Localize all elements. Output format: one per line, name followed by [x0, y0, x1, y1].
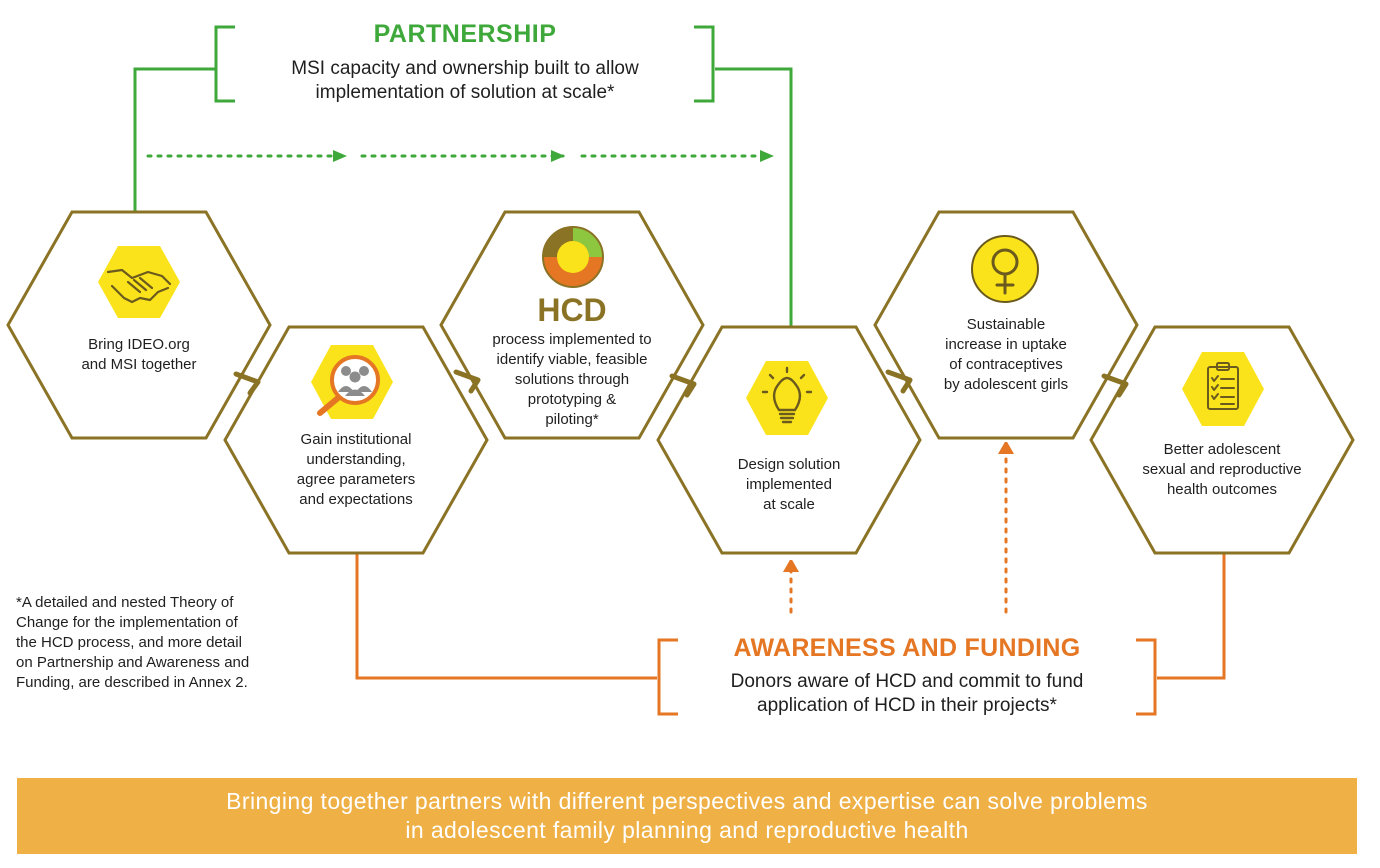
hexagon-6-line-1: Better adolescent: [1163, 441, 1281, 458]
hcd-title: HCD: [537, 292, 607, 328]
banner-line-2: in adolescent family planning and reprod…: [405, 817, 969, 843]
chevron-arrow-icon: [233, 371, 261, 396]
hexagon-4-label: Design solution implemented at scale: [699, 455, 879, 515]
partnership-bracket-right: [694, 25, 715, 103]
hexagon-3-line-5: piloting*: [545, 411, 599, 428]
partnership-bracket-left: [214, 25, 235, 103]
awareness-dotted-arrows: [791, 448, 1006, 614]
hexagon-6-label: Better adolescent sexual and reproductiv…: [1117, 440, 1327, 500]
awareness-line-1: Donors aware of HCD and commit to fund: [730, 671, 1084, 692]
hexagon-2-label: Gain institutional understanding, agree …: [266, 430, 446, 510]
hexagon-3-label: process implemented to identify viable, …: [467, 330, 677, 430]
hexagon-1-line-2: and MSI together: [81, 356, 197, 373]
summary-banner: Bringing together partners with differen…: [17, 778, 1357, 854]
hexagon-3-line-4: prototyping &: [527, 391, 617, 408]
hexagon-5-label: Sustainable increase in uptake of contra…: [916, 315, 1096, 395]
hexagon-4-line-3: at scale: [763, 496, 815, 513]
hexagon-2-line-1: Gain institutional: [300, 431, 412, 448]
awareness-description: Donors aware of HCD and commit to fund a…: [682, 670, 1132, 718]
footnote-line-2: Change for the implementation of: [16, 614, 238, 631]
magnifier-people-icon: [311, 345, 393, 419]
chevron-arrow-icon: [669, 373, 697, 398]
awareness-bracket-left: [657, 638, 678, 716]
hexagon-3-line-2: identify viable, feasible: [496, 351, 648, 368]
hexagon-5-line-1: Sustainable: [966, 316, 1046, 333]
hexagon-1-label: Bring IDEO.org and MSI together: [49, 335, 229, 375]
hexagon-1: [6, 210, 272, 440]
clipboard-checklist-icon: [1182, 352, 1264, 426]
hexagon-4: [656, 325, 922, 555]
hexagon-2-line-4: and expectations: [299, 491, 413, 508]
hexagon-3-line-3: solutions through: [514, 371, 630, 388]
hexagon-3: [439, 210, 705, 440]
lightbulb-icon: [746, 361, 828, 435]
awareness-line-2: application of HCD in their projects*: [757, 695, 1057, 716]
footnote: *A detailed and nested Theory of Change …: [16, 593, 286, 693]
handshake-icon: [98, 246, 180, 318]
hexagon-3-line-1: process implemented to: [492, 331, 652, 348]
hexagon-2-line-2: understanding,: [306, 451, 406, 468]
partnership-line-1: MSI capacity and ownership built to allo…: [291, 58, 639, 79]
banner-line-1: Bringing together partners with differen…: [226, 788, 1148, 814]
awareness-connector: [355, 553, 1226, 680]
hexagon-2-line-3: agree parameters: [296, 471, 416, 488]
footnote-line-1: *A detailed and nested Theory of: [16, 594, 234, 611]
awareness-heading: AWARENESS AND FUNDING: [733, 634, 1081, 662]
awareness-bracket-right: [1136, 638, 1157, 716]
chevron-arrow-icon: [1101, 373, 1129, 398]
footnote-line-4: on Partnership and Awareness and: [16, 654, 250, 671]
hexagon-1-line-1: Bring IDEO.org: [88, 336, 190, 353]
footnote-line-3: the HCD process, and more detail: [16, 634, 242, 651]
hexagon-5-line-3: of contraceptives: [949, 356, 1063, 373]
female-symbol-icon: [971, 235, 1039, 303]
hexagon-2: [223, 325, 489, 555]
hexagon-6-line-3: health outcomes: [1166, 481, 1278, 498]
hexagon-4-line-2: implemented: [746, 476, 832, 493]
partnership-heading: PARTNERSHIP: [373, 20, 557, 48]
partnership-line-2: implementation of solution at scale*: [315, 82, 615, 103]
hexagon-4-line-1: Design solution: [737, 456, 841, 473]
hexagon-5-line-4: by adolescent girls: [943, 376, 1069, 393]
footnote-line-5: Funding, are described in Annex 2.: [16, 674, 248, 691]
partnership-connector: [133, 67, 793, 327]
hexagon-6-line-2: sexual and reproductive: [1142, 461, 1302, 478]
hexagon-5: [873, 210, 1139, 440]
partnership-description: MSI capacity and ownership built to allo…: [240, 57, 690, 105]
hexagon-6: [1089, 325, 1355, 555]
chevron-arrow-icon: [453, 369, 481, 394]
hcd-cycle-icon: [542, 226, 604, 288]
chevron-arrow-icon: [885, 369, 913, 394]
hexagon-5-line-2: increase in uptake: [945, 336, 1067, 353]
